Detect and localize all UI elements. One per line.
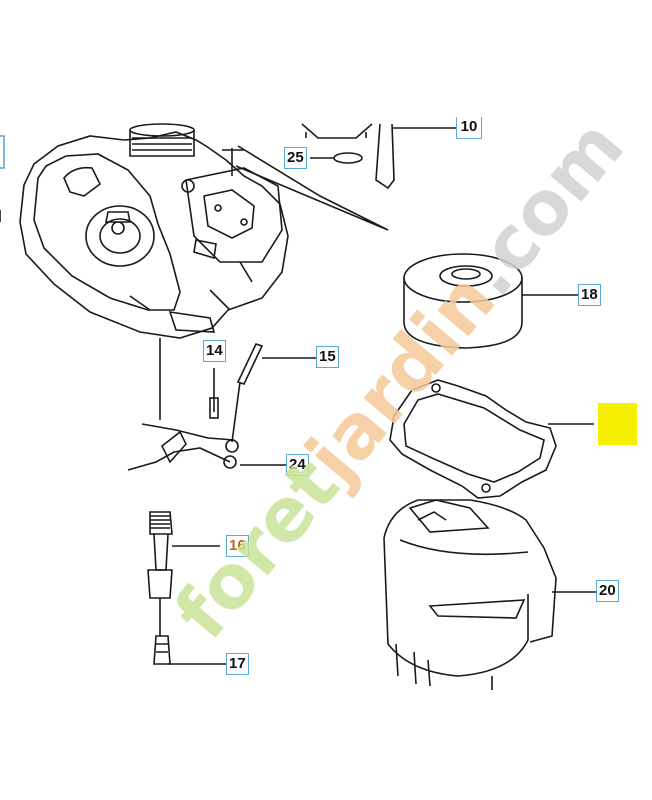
rod-15	[231, 343, 318, 443]
needle-16	[147, 511, 220, 599]
cutoff-callout-box	[0, 135, 5, 169]
callout-25: 25	[284, 147, 307, 169]
valve-17	[153, 598, 226, 665]
cup-20	[383, 499, 598, 690]
gasket-part	[389, 379, 594, 499]
callout-15: 15	[316, 346, 339, 368]
leader-lines-top	[235, 145, 389, 231]
callout-14: 14	[203, 340, 226, 362]
callout-17: 17	[226, 653, 249, 675]
part-10-partial	[301, 123, 458, 190]
callout-10-partial: 10	[456, 117, 482, 139]
callout-16-highlighted: 16	[226, 535, 249, 557]
oring-25	[333, 152, 363, 164]
callout-20: 20	[596, 580, 619, 602]
highlight-marker	[598, 403, 637, 445]
filter-18	[403, 253, 578, 349]
lever-24	[127, 338, 286, 471]
pin-14	[209, 368, 219, 419]
callout-24: 24	[286, 454, 309, 476]
callout-18: 18	[578, 284, 601, 306]
carburetor-body	[19, 123, 289, 339]
